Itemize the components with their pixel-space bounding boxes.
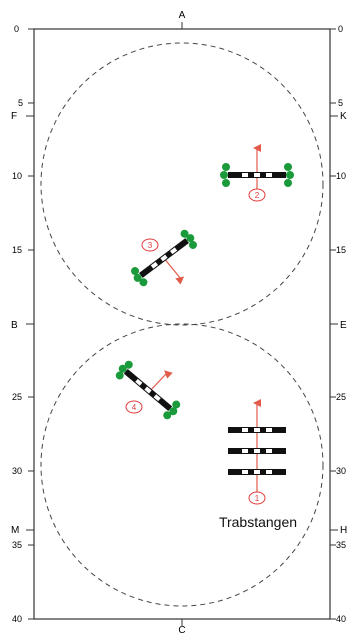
pole-3-direction-arrow <box>162 256 185 285</box>
left-tick-5: 5 <box>18 98 23 108</box>
obstacle-4-number: 4 <box>132 403 137 412</box>
upper-circle <box>40 42 324 326</box>
obstacle-2-pole: 2 <box>220 144 294 202</box>
obstacle-2-number: 2 <box>255 191 260 200</box>
left-tick-35: 35 <box>12 540 22 550</box>
letter-marker-ticks <box>26 22 338 626</box>
trot-pole-2 <box>228 448 286 454</box>
letter-right-h: H <box>340 525 347 536</box>
arena-border <box>33 28 331 620</box>
obstacle-3-number: 3 <box>148 241 153 250</box>
left-tick-15: 15 <box>12 245 22 255</box>
right-tick-30: 30 <box>336 466 346 476</box>
letter-right-k: K <box>340 111 347 122</box>
pole-3-cones <box>131 229 197 287</box>
right-tick-5: 5 <box>338 98 343 108</box>
letter-left-b: B <box>11 320 18 331</box>
letter-left-f: F <box>11 111 17 122</box>
obstacle-1-number-badge <box>248 491 266 505</box>
right-tick-15: 15 <box>336 245 346 255</box>
right-tick-40: 40 <box>336 614 346 624</box>
obstacle-3-pole: 3 <box>131 229 197 287</box>
left-scale <box>28 28 34 620</box>
right-tick-10: 10 <box>336 171 346 181</box>
obstacle-1-trot-poles: 1 <box>228 399 286 505</box>
trot-pole-1 <box>228 427 286 433</box>
right-tick-35: 35 <box>336 540 346 550</box>
pole-2-cones <box>220 163 294 187</box>
left-tick-0: 0 <box>14 24 19 34</box>
left-tick-30: 30 <box>12 466 22 476</box>
lower-circle <box>40 323 324 607</box>
right-tick-25: 25 <box>336 392 346 402</box>
obstacle-3-number-badge <box>141 238 159 252</box>
letter-right-e: E <box>340 320 347 331</box>
obstacle-2-number-badge <box>248 188 266 202</box>
obstacle-4-number-badge <box>125 400 143 414</box>
left-tick-10: 10 <box>12 171 22 181</box>
left-tick-25: 25 <box>12 392 22 402</box>
letter-bottom: C <box>178 625 185 635</box>
obstacle-1-number: 1 <box>255 494 260 503</box>
letter-left-m: M <box>11 525 19 536</box>
right-tick-0: 0 <box>338 24 343 34</box>
obstacle-4-pole: 4 <box>115 360 181 420</box>
left-tick-40: 40 <box>12 614 22 624</box>
letter-top: A <box>179 10 186 21</box>
right-scale <box>330 28 336 620</box>
trot-pole-3 <box>228 469 286 475</box>
trot-poles-caption: Trabstangen <box>219 514 297 530</box>
pole-4-cones <box>115 360 181 420</box>
